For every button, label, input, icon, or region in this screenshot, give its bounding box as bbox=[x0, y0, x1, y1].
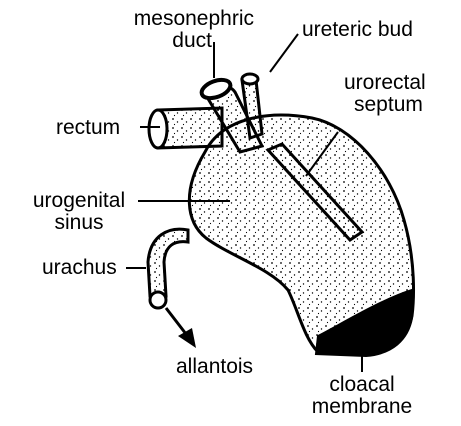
allantois-arrow bbox=[166, 308, 196, 348]
cloacal-membrane-label-line2: membrane bbox=[306, 396, 418, 418]
urorectal-septum-label: urorectal septum bbox=[344, 72, 426, 116]
allantois-label: allantois bbox=[176, 356, 253, 378]
cloacal-membrane-label: cloacal membrane bbox=[306, 374, 418, 418]
urachus-shape bbox=[148, 229, 188, 308]
urogenital-sinus-label: urogenital sinus bbox=[18, 190, 140, 234]
rectum-label: rectum bbox=[56, 117, 120, 139]
urachus-label: urachus bbox=[42, 257, 117, 279]
mesonephric-duct-label-line1: mesonephric bbox=[104, 8, 254, 30]
urorectal-septum-label-line1: urorectal bbox=[344, 72, 426, 94]
ureteric-bud-label: ureteric bud bbox=[302, 19, 413, 41]
urogenital-sinus-label-line1: urogenital bbox=[18, 190, 140, 212]
cloacal-membrane-label-line1: cloacal bbox=[306, 374, 418, 396]
mesonephric-duct-label: mesonephric duct bbox=[104, 8, 254, 52]
urogenital-sinus-label-line2: sinus bbox=[18, 212, 140, 234]
urorectal-septum-label-line2: septum bbox=[344, 94, 426, 116]
mesonephric-duct-label-line2: duct bbox=[104, 30, 254, 52]
